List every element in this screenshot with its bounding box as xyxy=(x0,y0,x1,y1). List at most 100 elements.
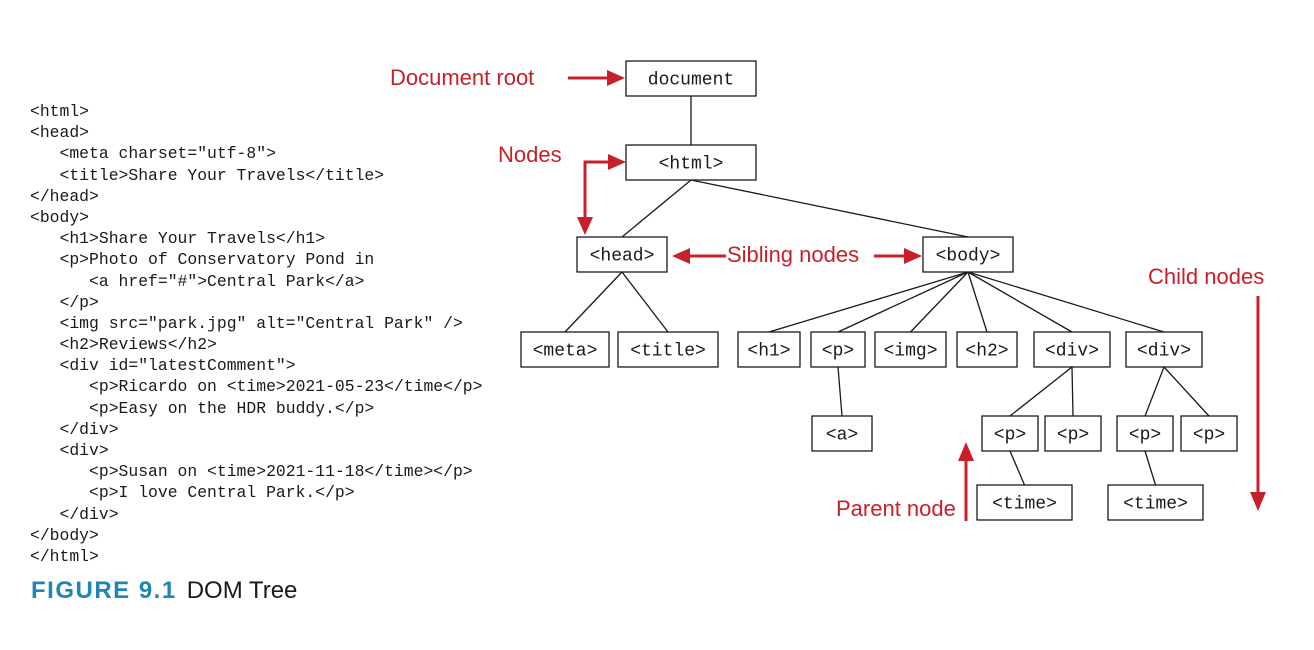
edge-div2-div2_p1 xyxy=(1144,366,1165,417)
code-line: </head> xyxy=(30,186,99,206)
node-box xyxy=(981,415,1039,452)
sibling-arrowhead-left xyxy=(672,248,690,264)
node-label: <meta> xyxy=(533,342,598,362)
node-label: <head> xyxy=(590,247,655,267)
node-img: <img> xyxy=(874,331,947,368)
node-time1: <time> xyxy=(976,484,1073,521)
code-line: </html> xyxy=(30,546,99,566)
edge-body-h2 xyxy=(967,271,988,333)
figure-number: FIGURE 9.1 xyxy=(31,577,177,604)
edge-body-h1 xyxy=(768,271,969,333)
node-label: <p> xyxy=(822,342,854,362)
code-line: <html> xyxy=(30,102,90,121)
code-line: <meta charset="utf-8"> xyxy=(30,144,276,164)
edge-div1-div1_p2 xyxy=(1071,366,1074,417)
sibling-arrowhead-right xyxy=(904,248,922,264)
annotation-document-root: Document root xyxy=(390,65,625,90)
node-body: <body> xyxy=(922,236,1014,273)
node-h2: <h2> xyxy=(956,331,1018,368)
node-label: <p> xyxy=(1193,426,1225,446)
node-label: <body> xyxy=(936,247,1001,267)
node-box xyxy=(956,331,1018,368)
node-box xyxy=(874,331,947,368)
code-line: <div id="latestComment"> xyxy=(30,356,296,376)
node-box xyxy=(737,331,801,368)
code-line: </body> xyxy=(30,525,99,545)
parent-node-arrowhead xyxy=(958,442,974,461)
tree-nodes: document <html> <head> <body> <meta> <title> <… xyxy=(520,60,1238,521)
node-box xyxy=(1180,415,1238,452)
node-box xyxy=(976,484,1073,521)
code-line: <title>Share Your Travels</title> xyxy=(30,165,385,185)
edge-body-img xyxy=(910,271,969,333)
node-div2-p2: <p> xyxy=(1180,415,1238,452)
document-root-arrowhead xyxy=(607,70,625,86)
node-box xyxy=(625,144,757,181)
code-line: <a href="#">Central Park</a> xyxy=(30,271,365,291)
edge-html-body xyxy=(690,179,969,238)
code-line: </div> xyxy=(30,504,119,524)
node-box xyxy=(1125,331,1203,368)
edge-div2-div2_p2 xyxy=(1163,366,1210,417)
node-a: <a> xyxy=(811,415,873,452)
node-box xyxy=(811,415,873,452)
figure-caption: FIGURE 9.1 DOM Tree xyxy=(31,577,297,605)
node-label: <title> xyxy=(630,342,706,362)
node-div2-p1: <p> xyxy=(1116,415,1174,452)
parent-node-label: Parent node xyxy=(836,496,956,521)
node-time2: <time> xyxy=(1107,484,1204,521)
edge-head-meta xyxy=(564,271,623,333)
node-box xyxy=(625,60,757,97)
sibling-nodes-label: Sibling nodes xyxy=(727,242,859,267)
node-label: <a> xyxy=(826,426,858,446)
nodes-arrowhead-right xyxy=(608,154,626,170)
document-root-label: Document root xyxy=(390,65,534,90)
html-source-code: <html> <head> <meta charset="utf-8"> <tit… xyxy=(30,101,482,567)
node-box xyxy=(520,331,610,368)
code-line: <p>Easy on the HDR buddy.</p> xyxy=(30,398,375,418)
node-label: <html> xyxy=(659,155,724,175)
code-line: </p> xyxy=(30,292,99,312)
node-div2: <div> xyxy=(1125,331,1203,368)
node-div1: <div> xyxy=(1033,331,1111,368)
node-label: <p> xyxy=(1057,426,1089,446)
code-line: <p>Photo of Conservatory Pond in xyxy=(30,250,375,270)
node-box xyxy=(1044,415,1102,452)
edge-div2_p1-time2 xyxy=(1144,450,1157,486)
node-title: <title> xyxy=(617,331,719,368)
node-label: <div> xyxy=(1045,342,1099,362)
node-box xyxy=(1107,484,1204,521)
node-label: <p> xyxy=(1129,426,1161,446)
node-p: <p> xyxy=(810,331,866,368)
edge-div1_p1-time1 xyxy=(1009,450,1026,486)
code-line: <head> xyxy=(30,123,90,143)
node-box xyxy=(617,331,719,368)
code-line: <div> xyxy=(30,441,109,460)
node-document: document xyxy=(625,60,757,97)
node-label: <time> xyxy=(992,495,1057,515)
node-label: <h2> xyxy=(965,342,1008,362)
node-label: <div> xyxy=(1137,342,1191,362)
edge-head-title xyxy=(621,271,669,333)
node-box xyxy=(922,236,1014,273)
node-label: <p> xyxy=(994,426,1026,446)
nodes-arrowhead-down xyxy=(577,217,593,235)
node-label: <h1> xyxy=(747,342,790,362)
edge-body-p xyxy=(837,271,969,333)
node-div1-p1: <p> xyxy=(981,415,1039,452)
annotation-child-nodes: Child nodes xyxy=(1148,264,1266,511)
edge-body-div2 xyxy=(967,271,1165,333)
edge-html-head xyxy=(621,179,692,238)
node-box xyxy=(1116,415,1174,452)
nodes-label: Nodes xyxy=(498,142,562,167)
node-label: <img> xyxy=(883,342,937,362)
node-div1-p2: <p> xyxy=(1044,415,1102,452)
code-line: <body> xyxy=(30,207,90,227)
figure-title: DOM Tree xyxy=(186,577,298,604)
node-head: <head> xyxy=(576,236,668,273)
annotation-sibling-nodes: Sibling nodes xyxy=(672,242,922,267)
node-box xyxy=(576,236,668,273)
node-meta: <meta> xyxy=(520,331,610,368)
code-line: <p>I love Central Park.</p> xyxy=(30,483,355,503)
